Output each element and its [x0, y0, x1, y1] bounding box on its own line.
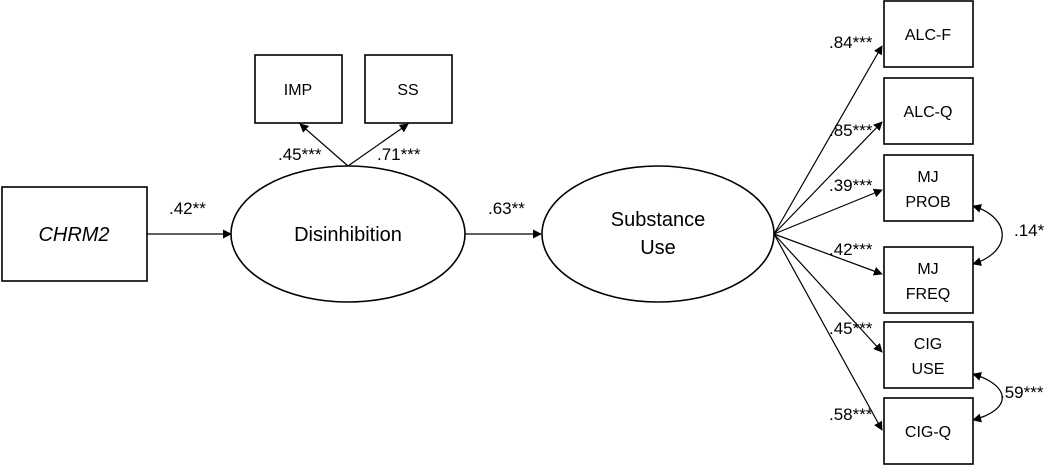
node-alc-f: ALC-F — [883, 0, 974, 68]
coef-disinhibition-to-ss: .71*** — [377, 145, 421, 164]
node-ss: SS — [364, 54, 453, 124]
coef-substance-use-to-cig-q: .58*** — [829, 405, 873, 424]
coef-substance-use-to-alc-f: .84*** — [829, 33, 873, 52]
coef-disinhibition-to-imp: .45*** — [278, 145, 322, 164]
covariance-mj-prob-mj-freq — [972, 204, 1003, 266]
path-substance-use-to-mj-freq — [773, 233, 883, 276]
node-chrm2-label: CHRM2 — [38, 224, 109, 246]
node-cig-q-label: CIG-Q — [905, 424, 951, 441]
node-substance-use: Substance Use — [541, 165, 775, 303]
path-disinhibition-to-ss — [347, 123, 409, 167]
path-substance-use-to-alc-f — [773, 45, 883, 235]
coef-mj-prob-with-mj-freq: .14* — [1014, 221, 1045, 240]
node-mj-prob-label-line1: MJ — [917, 169, 938, 186]
path-substance-use-to-alc-q — [773, 121, 883, 235]
node-mj-prob-label-line2: PROB — [905, 194, 950, 211]
node-disinhibition: Disinhibition — [230, 165, 466, 303]
node-chrm2: CHRM2 — [1, 186, 148, 282]
node-substance-use-label-line2: Use — [640, 237, 676, 259]
node-alc-q: ALC-Q — [883, 77, 974, 145]
path-substance-use-to-mj-prob — [773, 188, 883, 235]
node-cig-use-label-line2: USE — [912, 361, 945, 378]
coef-cig-use-with-cig-q: .59*** — [1000, 383, 1044, 402]
coef-substance-use-to-cig-use: .45*** — [829, 319, 873, 338]
coef-disinhibition-to-substance-use: .63** — [488, 199, 525, 218]
path-disinhibition-to-imp — [299, 123, 349, 167]
path-substance-use-to-cig-use — [773, 233, 883, 353]
covariance-cig-use-cig-q — [972, 372, 1003, 423]
coef-chrm2-to-disinhibition: .42** — [169, 199, 206, 218]
coef-substance-use-to-mj-freq: .42*** — [829, 240, 873, 259]
node-imp-label: IMP — [284, 82, 312, 99]
node-mj-freq-label-line1: MJ — [917, 261, 938, 278]
node-mj-freq-label-line2: FREQ — [906, 286, 950, 303]
node-substance-use-label-line1: Substance — [611, 209, 706, 231]
coef-substance-use-to-alc-q: .85*** — [829, 121, 873, 140]
node-mj-prob: MJ PROB — [883, 154, 974, 222]
node-ss-label: SS — [397, 82, 418, 99]
node-cig-q: CIG-Q — [883, 397, 974, 465]
path-substance-use-to-cig-q — [773, 233, 883, 431]
node-imp: IMP — [254, 54, 343, 124]
node-disinhibition-label: Disinhibition — [294, 224, 402, 246]
node-alc-q-label: ALC-Q — [904, 104, 953, 121]
node-cig-use-label-line1: CIG — [914, 336, 942, 353]
node-cig-use: CIG USE — [883, 321, 974, 389]
node-alc-f-label: ALC-F — [905, 27, 951, 44]
node-mj-freq: MJ FREQ — [883, 246, 974, 314]
coef-substance-use-to-mj-prob: .39*** — [829, 176, 873, 195]
